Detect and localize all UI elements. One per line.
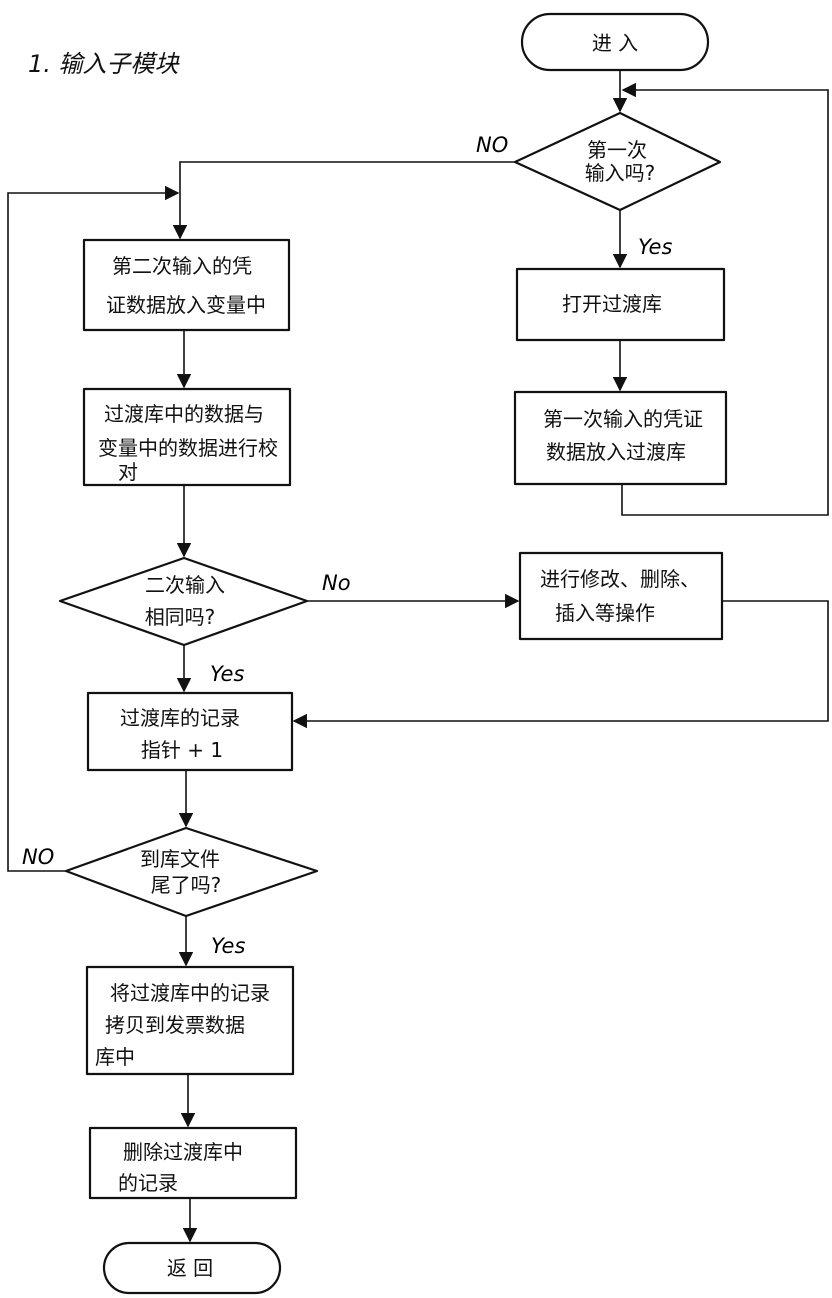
process-put-second-line1: 第二次输入的凭 bbox=[112, 254, 252, 278]
process-compare bbox=[82, 387, 292, 487]
process-compare-line1: 过渡库中的数据与 bbox=[104, 402, 264, 426]
process-put-second-line2: 证数据放入变量中 bbox=[106, 293, 266, 317]
decision-first-input-line1: 第一次 bbox=[587, 138, 647, 162]
process-pointer bbox=[86, 691, 294, 772]
return-label: 返 回 bbox=[167, 1256, 213, 1280]
process-copy-line1: 将过渡库中的记录 bbox=[110, 981, 270, 1005]
edge-label-same-yes: Yes bbox=[210, 662, 244, 686]
edge-label-same-no: No bbox=[322, 571, 351, 595]
process-put-second bbox=[82, 238, 291, 332]
process-compare-line2: 变量中的数据进行校 bbox=[98, 436, 278, 460]
process-pointer-line2: 指针 + 1 bbox=[141, 738, 223, 762]
process-copy-line3: 库中 bbox=[95, 1045, 135, 1069]
return-terminal bbox=[102, 1241, 282, 1295]
start-label: 进 入 bbox=[592, 31, 638, 55]
process-copy-line2: 拷贝到发票数据 bbox=[105, 1013, 245, 1037]
decision-end-of-file-line2: 尾了吗? bbox=[151, 873, 222, 897]
process-compare-line3: 对 bbox=[118, 460, 138, 484]
decision-end-of-file-line1: 到库文件 bbox=[140, 847, 220, 871]
edge-label-end-yes: Yes bbox=[211, 934, 245, 958]
process-modify-line1: 进行修改、删除、 bbox=[540, 567, 700, 591]
edge-label-first-yes: Yes bbox=[638, 235, 672, 259]
process-put-first-line2: 数据放入过渡库 bbox=[546, 440, 686, 464]
edge-loop-back bbox=[621, 82, 829, 516]
decision-same-input bbox=[58, 556, 309, 647]
process-modify-line2: 插入等操作 bbox=[555, 601, 655, 625]
edge-modify-to-pointer bbox=[292, 600, 829, 729]
edge-end-no bbox=[7, 185, 180, 872]
edge-label-end-no: NO bbox=[22, 845, 54, 869]
process-delete-line1: 删除过渡库中 bbox=[123, 1140, 243, 1164]
process-pointer-line1: 过渡库的记录 bbox=[120, 706, 240, 730]
decision-same-input-line2: 相同吗? bbox=[145, 605, 216, 629]
process-delete bbox=[88, 1126, 298, 1200]
process-open-transition-label: 打开过渡库 bbox=[562, 292, 662, 316]
decision-same-input-line1: 二次输入 bbox=[145, 573, 225, 597]
process-delete-line2: 的记录 bbox=[118, 1171, 178, 1195]
start-terminal bbox=[520, 12, 710, 72]
process-copy bbox=[85, 965, 295, 1076]
edge-first-no bbox=[172, 161, 515, 240]
decision-first-input-line2: 输入吗? bbox=[585, 161, 656, 185]
edge-label-first-no: NO bbox=[476, 133, 508, 157]
decision-end-of-file bbox=[64, 826, 319, 918]
process-put-first bbox=[513, 390, 728, 486]
process-modify bbox=[518, 551, 724, 641]
diagram-title: 1. 输入子模块 bbox=[28, 50, 181, 78]
process-put-first-line1: 第一次输入的凭证 bbox=[543, 407, 703, 431]
